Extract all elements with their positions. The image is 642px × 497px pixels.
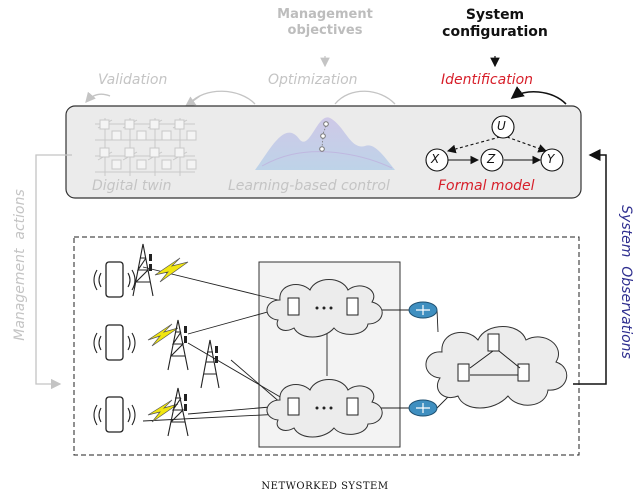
system-configuration-label: System configuration xyxy=(430,7,560,41)
node-y xyxy=(540,148,564,172)
digital-twin-grid xyxy=(95,118,197,176)
cloud-core xyxy=(425,326,568,409)
identification-label: Identification xyxy=(441,72,534,88)
servers xyxy=(287,297,530,416)
identification-arrow xyxy=(510,86,567,105)
objectives-line-1: Management xyxy=(277,7,373,22)
towers xyxy=(132,243,220,437)
management-actions-arrow xyxy=(35,154,72,390)
validation-label: Validation xyxy=(98,72,168,88)
links xyxy=(142,266,456,422)
phones xyxy=(105,261,124,433)
node-z-label: Z xyxy=(487,152,496,166)
node-z xyxy=(480,148,504,172)
management-objectives-label: Management objectives xyxy=(263,7,387,39)
node-u-label: U xyxy=(497,119,506,133)
optimization-label: Optimization xyxy=(268,72,358,88)
identification-to-optimization-arc xyxy=(334,90,396,105)
configuration-line-1: System xyxy=(465,7,525,23)
node-x xyxy=(425,148,449,172)
networked-system-box xyxy=(73,236,580,456)
observations-arrow xyxy=(573,149,607,385)
management-actions-label: Management actions xyxy=(12,189,28,341)
networked-system-label: NETWORKED SYSTEM xyxy=(261,481,389,492)
objectives-line-2: objectives xyxy=(287,23,363,38)
system-observations-label: System Observations xyxy=(618,205,634,359)
formal-model-label: Formal model xyxy=(438,178,535,194)
configuration-line-2: configuration xyxy=(442,24,548,40)
antennas xyxy=(149,254,218,411)
routers xyxy=(408,301,438,417)
validation-arrow xyxy=(85,91,111,103)
node-x-label: X xyxy=(431,152,440,166)
digital-twin-label: Digital twin xyxy=(92,178,172,194)
phone-waves xyxy=(93,269,136,426)
optimization-landscape xyxy=(255,117,395,170)
causal-graph xyxy=(425,115,564,172)
server-dots xyxy=(315,306,333,410)
node-u xyxy=(491,115,515,139)
core-links xyxy=(469,350,521,376)
optimization-to-validation-arc xyxy=(188,90,256,105)
wireless-bolts xyxy=(147,257,189,423)
node-y-label: Y xyxy=(547,152,555,166)
learning-based-control-label: Learning-based control xyxy=(228,178,390,194)
